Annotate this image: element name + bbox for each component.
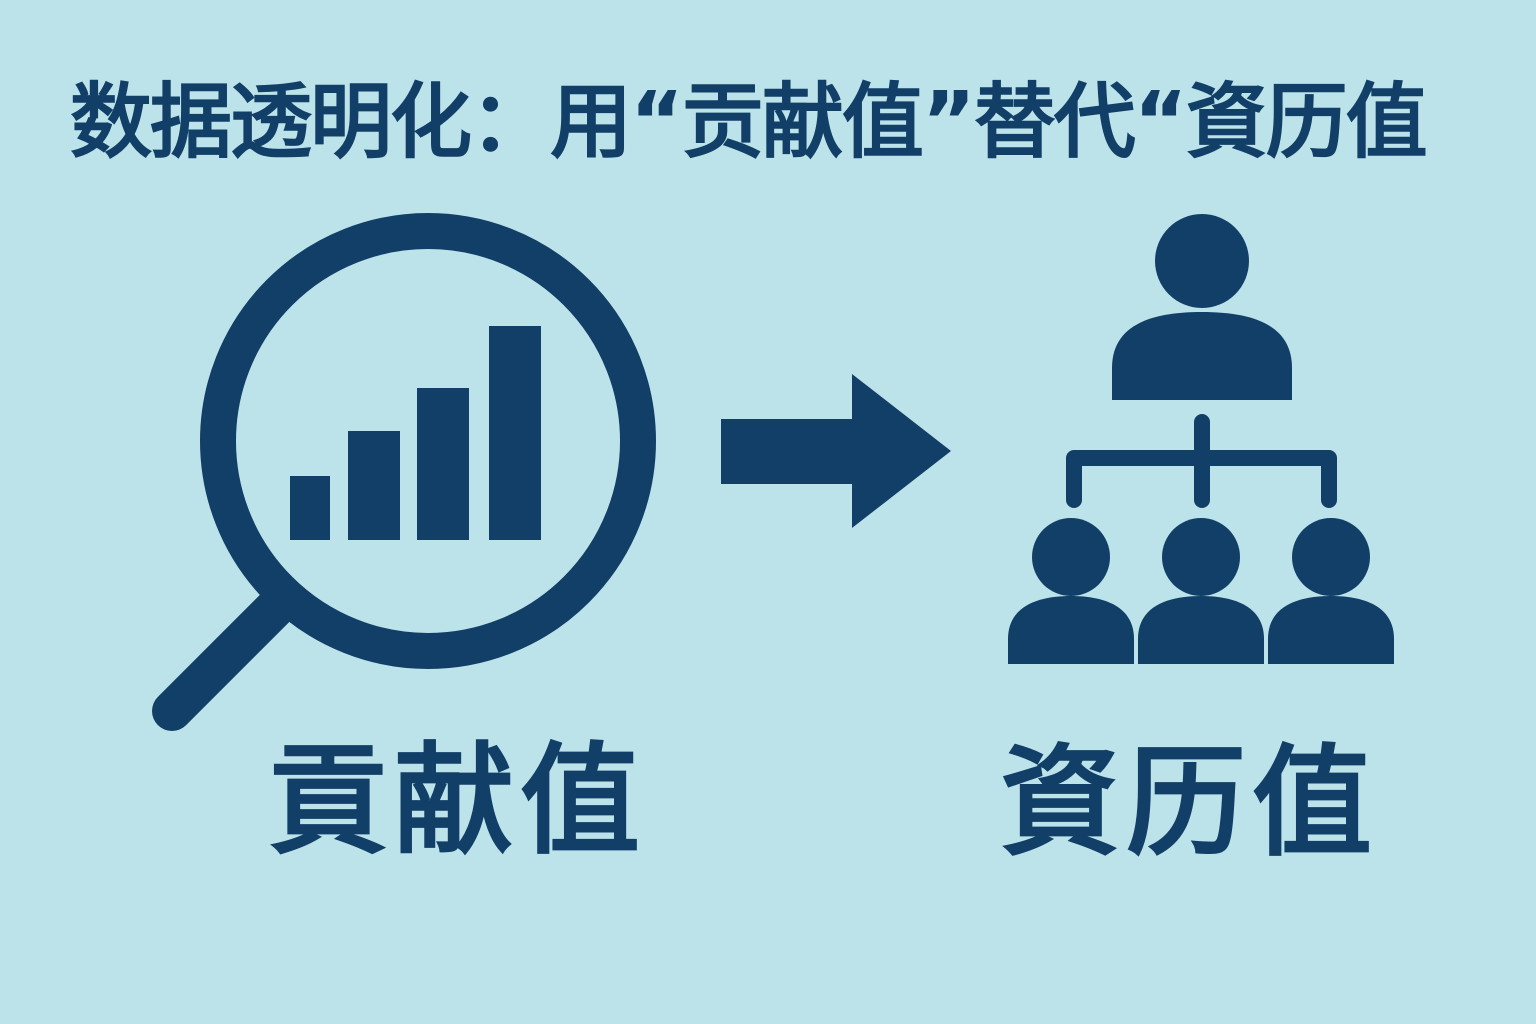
connector-horizontal	[1066, 450, 1337, 508]
magnifier-ring	[200, 213, 656, 669]
left-person-head	[1032, 518, 1110, 596]
center-person-head	[1162, 518, 1240, 596]
right-arrow-icon	[721, 374, 951, 528]
magnifier-bar-chart-icon	[152, 213, 656, 731]
bar-1	[290, 476, 330, 540]
right-person-head	[1292, 518, 1370, 596]
top-person-head	[1155, 214, 1249, 308]
arrow-shape	[721, 374, 951, 528]
magnifier-handle	[152, 586, 297, 731]
right-person-body	[1268, 596, 1394, 664]
center-person-body	[1138, 596, 1264, 664]
bar-3	[417, 388, 469, 540]
bar-2	[348, 431, 400, 540]
top-person-body	[1112, 312, 1292, 400]
bar-4	[489, 326, 541, 540]
diagram-title: 数据透明化：用“贡献值”替代“資历值	[70, 75, 1428, 170]
left-person-body	[1008, 596, 1134, 664]
organization-chart-icon	[1008, 214, 1394, 664]
contribution-value-label: 貢献值	[268, 732, 646, 871]
seniority-value-label: 資历值	[1000, 734, 1378, 873]
